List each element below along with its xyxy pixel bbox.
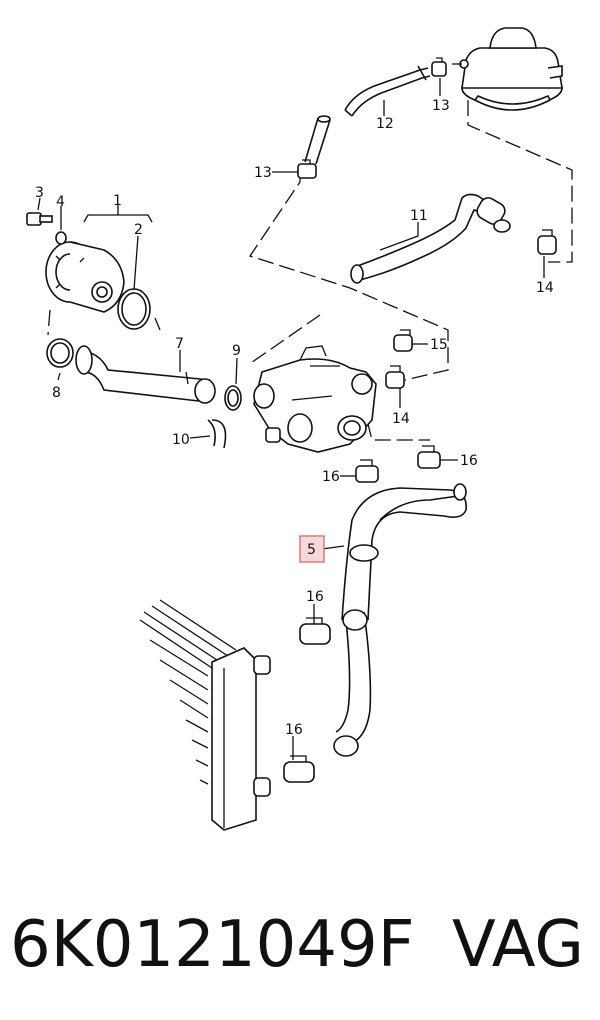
coolant-hose-5 [333, 483, 467, 757]
callout-9: 9 [232, 343, 241, 359]
coolant-flange-housing [253, 345, 377, 453]
callout-16-lower-top: 16 [306, 589, 324, 605]
callout-8: 8 [52, 385, 61, 401]
callout-2: 2 [134, 222, 143, 238]
hose-clamp-14-middle [385, 365, 405, 389]
hose-clamp-14-top [537, 229, 557, 255]
hose-clamp-16-upper-right [417, 445, 441, 469]
water-pump [45, 241, 125, 313]
part-5-highlight-box [299, 535, 325, 563]
callout-leader-lines [37, 78, 545, 760]
exploded-parts-diagram: 1 2 3 4 5 7 8 9 10 11 12 13 13 14 14 15 … [26, 27, 573, 831]
callout-16-lower-bottom: 16 [285, 722, 303, 738]
small-tube-connector [304, 115, 331, 165]
hose-clamp-15 [393, 329, 413, 352]
callout-11: 11 [410, 208, 428, 224]
hose-clamp-13-top [431, 57, 447, 77]
coolant-pipe-7 [75, 345, 216, 404]
hose-clamp-16-upper-left [355, 459, 379, 483]
callout-13-middle: 13 [254, 165, 272, 181]
hose-11 [350, 193, 511, 284]
hose-clamp-16-lower-top [299, 617, 331, 645]
o-ring-9 [224, 385, 242, 411]
brand-name: VAG [452, 908, 584, 982]
callout-16-upper-right: 16 [460, 453, 478, 469]
callout-7: 7 [175, 336, 184, 352]
callout-12: 12 [376, 116, 394, 132]
hose-clamp-16-lower-bottom [283, 755, 315, 783]
callout-14-top: 14 [536, 280, 554, 296]
radiator [139, 599, 271, 831]
callout-4: 4 [56, 194, 65, 210]
callout-3: 3 [35, 185, 44, 201]
callout-5: 5 [307, 542, 316, 558]
hose-clamp-13-middle [297, 159, 317, 179]
callout-bracket-1 [83, 214, 153, 223]
callout-labels: 1 2 3 4 5 7 8 9 10 11 12 13 13 14 14 15 … [35, 98, 554, 738]
o-ring-8 [46, 338, 74, 368]
callout-13-top: 13 [432, 98, 450, 114]
part-number: 6K0121049F [10, 908, 415, 982]
clip-10 [207, 419, 227, 449]
bolt-3 [26, 212, 53, 226]
callout-15: 15 [430, 337, 448, 353]
footer: 6K0121049F VAG [0, 895, 600, 995]
callout-1: 1 [113, 193, 122, 209]
callout-14-middle: 14 [392, 411, 410, 427]
o-ring-2 [117, 288, 151, 330]
hose-12 [344, 65, 431, 117]
washer-4 [55, 231, 67, 245]
expansion-tank [452, 27, 563, 111]
callout-10: 10 [172, 432, 190, 448]
callout-16-upper-left: 16 [322, 469, 340, 485]
